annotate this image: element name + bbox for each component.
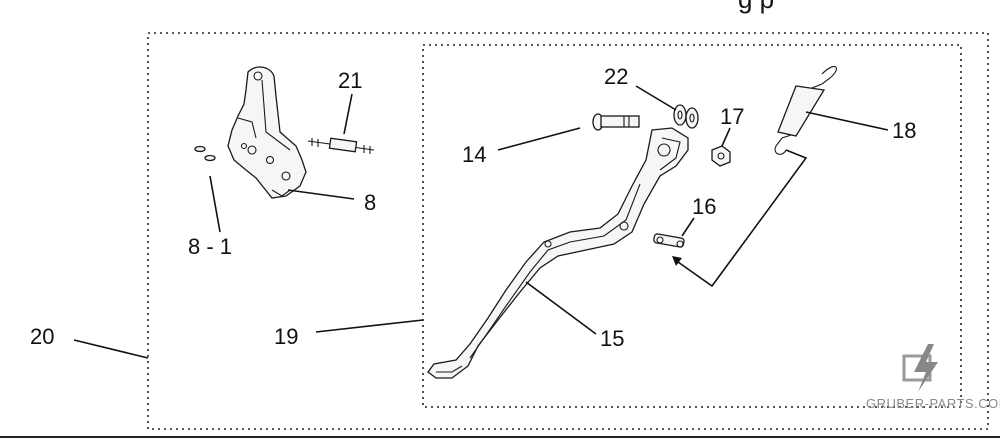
callout-21: 21 xyxy=(338,68,362,93)
callout-14: 14 xyxy=(462,142,486,167)
callout-18: 18 xyxy=(892,118,916,143)
leader-18 xyxy=(805,111,889,131)
callout-8-1: 8 - 1 xyxy=(188,234,232,259)
leader-22 xyxy=(635,85,677,111)
watermark-text: GRUBER-PARTS.COM xyxy=(866,396,1000,411)
inner-assembly-frame xyxy=(422,44,962,408)
callout-17: 17 xyxy=(720,104,744,129)
watermark-logo xyxy=(902,344,938,392)
part-bolt-14 xyxy=(592,113,640,131)
header-partial-text: g p xyxy=(738,0,774,14)
callout-16: 16 xyxy=(692,194,716,219)
callout-20: 20 xyxy=(30,324,54,349)
part-bracket-8 xyxy=(227,66,307,199)
part-side-stand-15 xyxy=(427,127,689,379)
connection-arrow xyxy=(672,256,682,266)
callout-19: 19 xyxy=(274,324,298,349)
callout-22: 22 xyxy=(604,64,628,89)
part-shaft-21 xyxy=(307,137,375,154)
part-pin-16 xyxy=(653,233,685,248)
leader-20 xyxy=(73,339,149,359)
leader-8-1 xyxy=(209,175,221,233)
leader-19 xyxy=(315,319,424,333)
leader-15 xyxy=(525,281,597,335)
part-pins-8-1 xyxy=(194,145,216,162)
leader-21 xyxy=(343,93,353,135)
outer-assembly-frame xyxy=(147,32,989,430)
leader-14 xyxy=(497,127,581,151)
leader-16 xyxy=(681,217,695,237)
leader-17 xyxy=(721,127,731,147)
callout-8: 8 xyxy=(364,190,376,215)
part-nut-17 xyxy=(711,145,731,167)
callout-15: 15 xyxy=(600,326,624,351)
spring-connection-line xyxy=(677,149,808,288)
leader-8 xyxy=(287,189,355,200)
part-washers-22 xyxy=(673,104,699,129)
part-spring-18 xyxy=(774,65,837,155)
